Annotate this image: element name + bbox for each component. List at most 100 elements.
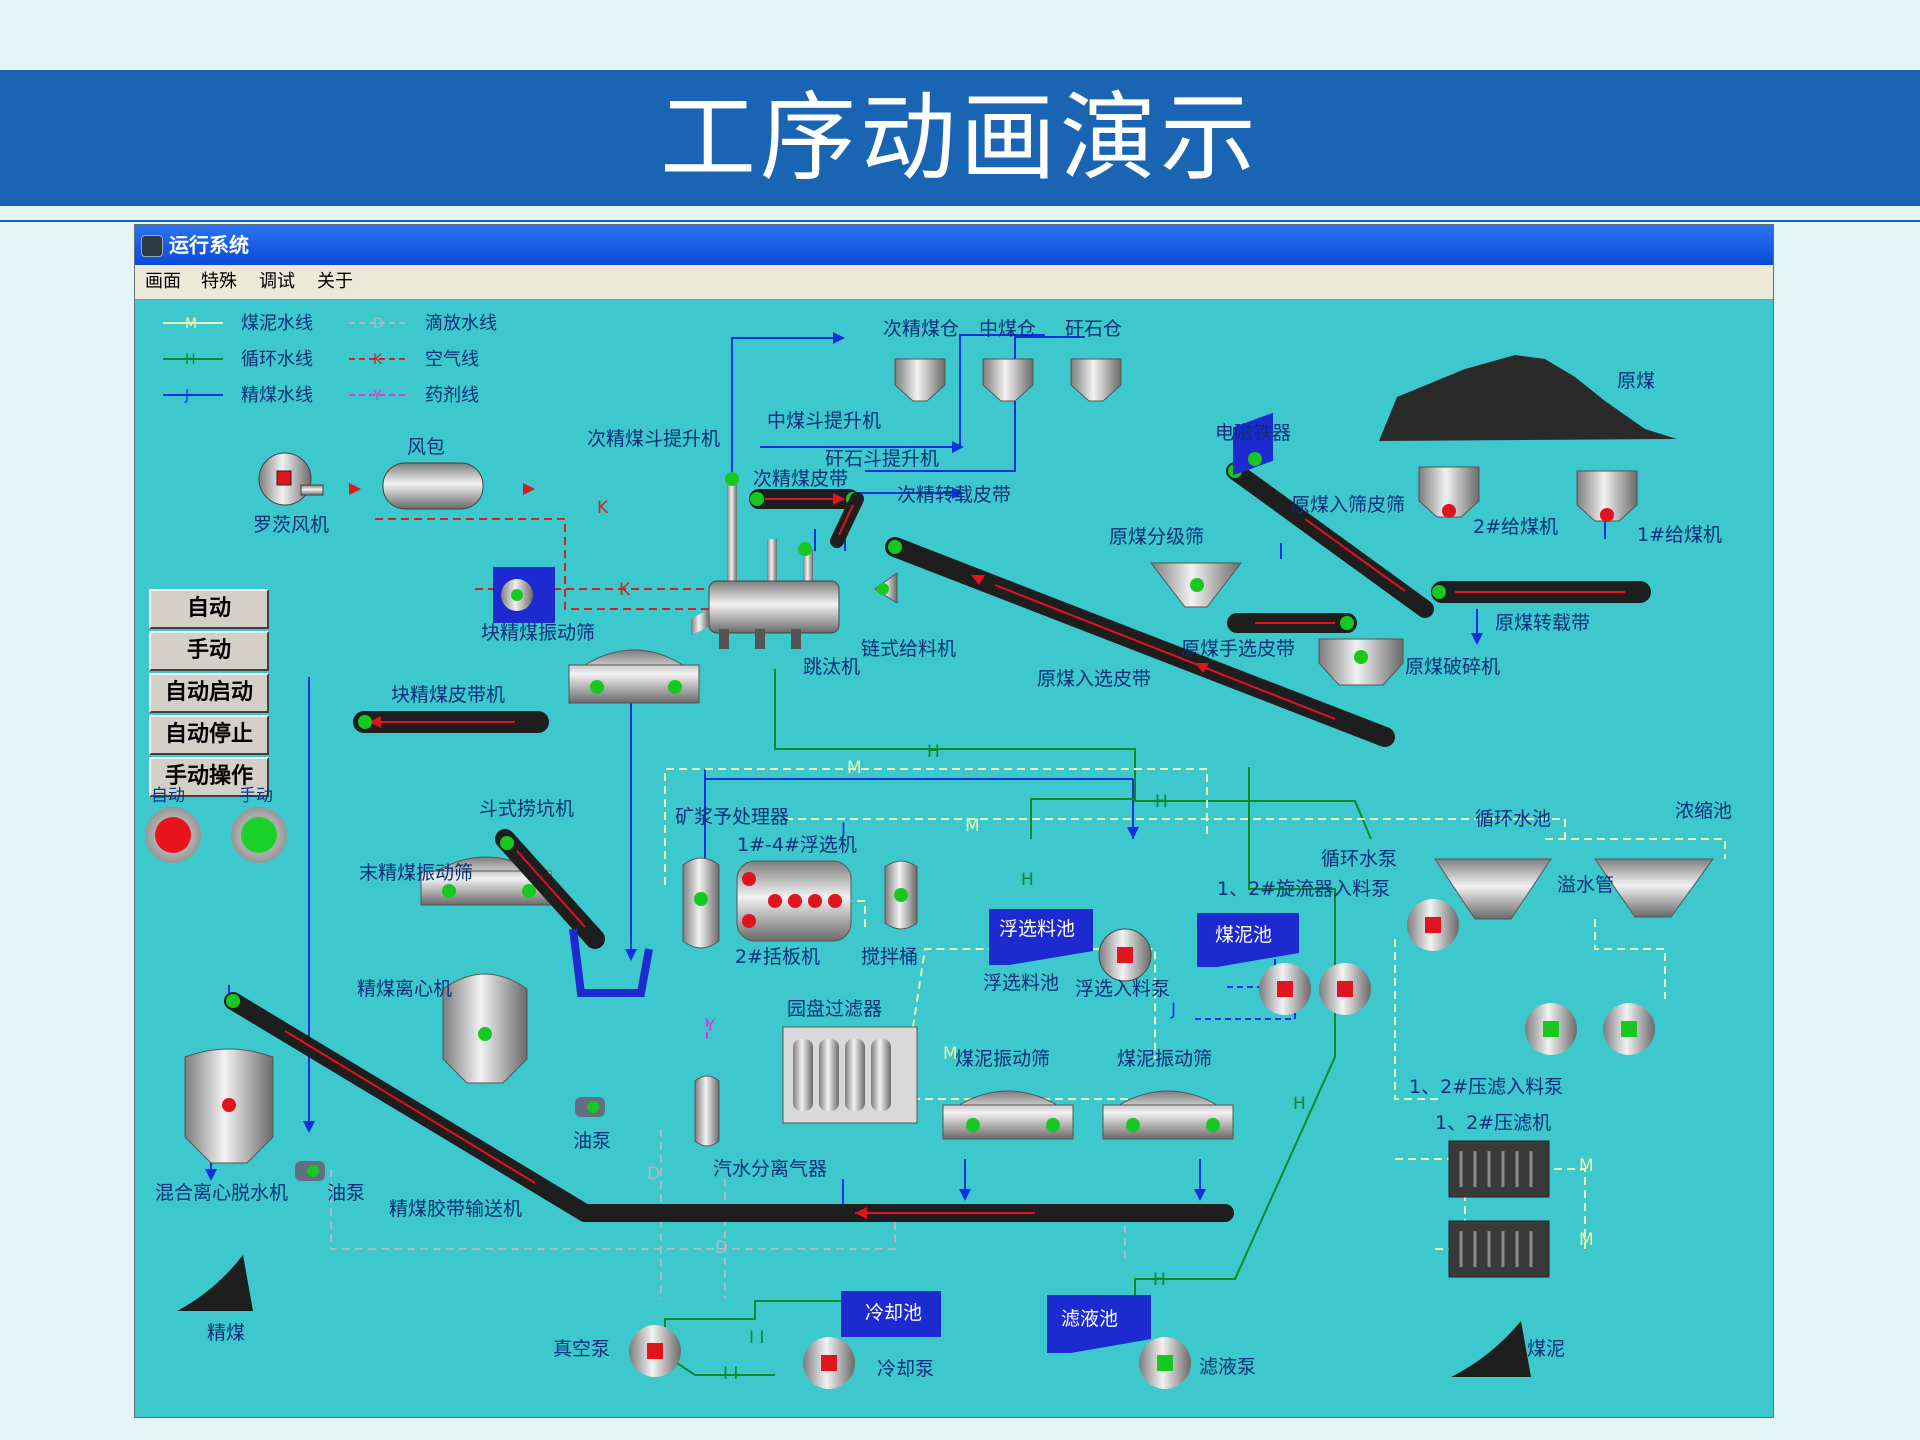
conc-transfer-belt-label: 次精转载皮带 bbox=[897, 484, 1011, 506]
legend: M 煤泥水线 D 滴放水线 H 循环水线 K 空气线 J 精煤水线 Y 药剂线 bbox=[163, 313, 497, 406]
legend-k-label: 空气线 bbox=[425, 349, 479, 370]
svg-text:H: H bbox=[1293, 1094, 1306, 1114]
pipe-d-1 bbox=[330, 1169, 1126, 1259]
lamp-auto-label: 自动 bbox=[151, 786, 185, 806]
menu-debug[interactable]: 调试 bbox=[259, 271, 295, 292]
conc-conveyor bbox=[224, 992, 1234, 1222]
product-coal-pile bbox=[177, 1255, 253, 1311]
magnet-box bbox=[1233, 412, 1273, 476]
manual-operation-button[interactable]: 手动操作 bbox=[149, 757, 269, 797]
title-banner bbox=[0, 70, 1920, 206]
svg-text:K: K bbox=[619, 580, 631, 600]
pipe-j-2 bbox=[760, 334, 1045, 448]
legend-h-code: H bbox=[185, 352, 196, 368]
filtrate-pump-label: 滤液泵 bbox=[1199, 1356, 1256, 1378]
raw-coal-label: 原煤 bbox=[1617, 370, 1655, 392]
slime-screen1-label: 煤泥振动筛 bbox=[955, 1048, 1050, 1070]
pipe-j-3 bbox=[865, 336, 1085, 472]
filtrate-tank bbox=[1047, 1295, 1151, 1353]
crusher-label: 原煤破碎机 bbox=[1405, 656, 1500, 678]
jig-label: 跳汰机 bbox=[803, 656, 860, 678]
svg-text:D: D bbox=[647, 1164, 660, 1184]
legend-k-code: K bbox=[373, 352, 383, 368]
lamp-manual-label: 手动 bbox=[239, 786, 273, 806]
chain-feeder-label: 链式给料机 bbox=[861, 638, 956, 660]
menu-bar: 画面 特殊 调试 关于 bbox=[135, 265, 1773, 300]
raw-transfer-belt-label: 原煤转载带 bbox=[1495, 612, 1590, 634]
press-label: 1、2#压滤机 bbox=[1435, 1112, 1551, 1134]
svg-text:M: M bbox=[943, 1044, 958, 1064]
raw-coal-pile bbox=[1379, 355, 1677, 441]
pipes-h bbox=[664, 669, 1372, 1376]
pipe-m-3 bbox=[1545, 838, 1726, 859]
bin3-label: 矸石仓 bbox=[1065, 318, 1122, 340]
auto-start-button[interactable]: 自动启动 bbox=[149, 673, 269, 713]
process-canvas: M 煤泥水线 D 滴放水线 H 循环水线 K 空气线 J 精煤水线 Y 药剂线 bbox=[135, 299, 1773, 1417]
vacuum-pump-label: 真空泵 bbox=[553, 1338, 610, 1360]
cool-pool-label: 冷却池 bbox=[865, 1302, 922, 1324]
legend-y-code: Y bbox=[372, 388, 382, 404]
scraper2-label: 2#括板机 bbox=[735, 946, 820, 968]
manual-button[interactable]: 手动 bbox=[149, 631, 269, 671]
pipe-k-1 bbox=[375, 518, 713, 610]
lump-screen-label: 块精煤振动筛 bbox=[481, 622, 595, 644]
feeder1-label: 1#给煤机 bbox=[1637, 524, 1722, 546]
feeder1 bbox=[1576, 470, 1638, 522]
slime-tank-label: 煤泥池 bbox=[1215, 924, 1272, 946]
legend-j-code: J bbox=[184, 388, 189, 404]
pipe-m-2 bbox=[785, 818, 1566, 845]
press-pump-label: 1、2#压滤入料泵 bbox=[1409, 1076, 1563, 1098]
float-tank-label: 浮选料池 bbox=[999, 918, 1075, 940]
slime-tank bbox=[1197, 913, 1299, 967]
gangue-elevator-label: 矸石斗提升机 bbox=[825, 448, 939, 470]
storage-bins: 次精煤仓 中煤仓 矸石仓 bbox=[883, 318, 1122, 402]
svg-text:I I: I I bbox=[723, 1364, 738, 1384]
circ-pool bbox=[1434, 858, 1552, 920]
svg-text:H: H bbox=[927, 742, 940, 762]
slurry-pre-label: 矿浆予处理器 bbox=[675, 806, 789, 828]
menu-about[interactable]: 关于 bbox=[317, 271, 353, 292]
svg-text:Y: Y bbox=[704, 1016, 716, 1036]
float-pump-label: 浮选入料泵 bbox=[1075, 978, 1170, 1000]
raw-screen-belt-label: 原煤入筛皮筛 bbox=[1291, 494, 1405, 516]
menu-screen[interactable]: 画面 bbox=[145, 271, 181, 292]
product-slime-label: 煤泥 bbox=[1527, 1338, 1565, 1360]
thickener-label: 浓缩池 bbox=[1675, 800, 1732, 822]
svg-text:J: J bbox=[1170, 1000, 1176, 1020]
air-tank-label: 风包 bbox=[407, 436, 445, 458]
manual-lamp[interactable] bbox=[231, 807, 287, 863]
flotation-label: 1#-4#浮选机 bbox=[737, 834, 857, 856]
bin1-label: 次精煤仓 bbox=[883, 318, 959, 340]
filtrate-tank-label: 滤液池 bbox=[1061, 1308, 1118, 1330]
slide-title: 工序动画演示 bbox=[660, 82, 1260, 194]
svg-text:H: H bbox=[1155, 792, 1168, 812]
raw-select-belt-label: 原煤入选皮带 bbox=[1037, 668, 1151, 690]
feeder2-label: 2#给煤机 bbox=[1473, 516, 1558, 538]
belts: 次精煤皮带 次精转载皮带 原煤入选皮带 原煤入筛皮筛 原煤转载带 bbox=[224, 462, 1651, 1222]
circ-pool-label: 循环水池 bbox=[1475, 808, 1551, 830]
svg-text:M: M bbox=[965, 816, 980, 836]
filter-press-1 bbox=[1448, 1140, 1550, 1198]
menu-special[interactable]: 特殊 bbox=[201, 271, 237, 292]
window-titlebar[interactable]: 运行系统 bbox=[135, 225, 1773, 265]
classifier-screen-label: 原煤分级筛 bbox=[1109, 526, 1204, 548]
svg-text:I I: I I bbox=[749, 1328, 764, 1348]
svg-text:M: M bbox=[1579, 1156, 1594, 1176]
hand-pick-belt-label: 原煤手选皮带 bbox=[1181, 638, 1295, 660]
cyclone-pump-label: 1、2#旋流器入料泵 bbox=[1217, 878, 1390, 900]
auto-button[interactable]: 自动 bbox=[149, 589, 269, 629]
svg-text:H: H bbox=[1021, 870, 1034, 890]
legend-m-code: M bbox=[185, 316, 197, 332]
mixer-label: 搅拌桶 bbox=[861, 946, 918, 968]
auto-lamp[interactable] bbox=[145, 807, 201, 863]
scada-window: 运行系统 画面 特殊 调试 关于 M 煤泥水线 D 滴放水 bbox=[134, 224, 1774, 1418]
legend-d-code: D bbox=[373, 316, 384, 332]
blower-label: 罗茨风机 bbox=[253, 514, 329, 536]
bucket-dredger-label: 斗式捞坑机 bbox=[479, 798, 574, 820]
magnet-label: 电磁铁器 bbox=[1215, 422, 1291, 444]
legend-m-label: 煤泥水线 bbox=[241, 313, 313, 334]
app-icon bbox=[141, 235, 163, 257]
screens: 块精煤振动筛 末精煤振动筛 煤泥振动筛 煤泥振动筛 bbox=[359, 622, 1234, 1140]
mix-centrifuge-label: 混合离心脱水机 bbox=[155, 1182, 288, 1204]
auto-stop-button[interactable]: 自动停止 bbox=[149, 715, 269, 755]
